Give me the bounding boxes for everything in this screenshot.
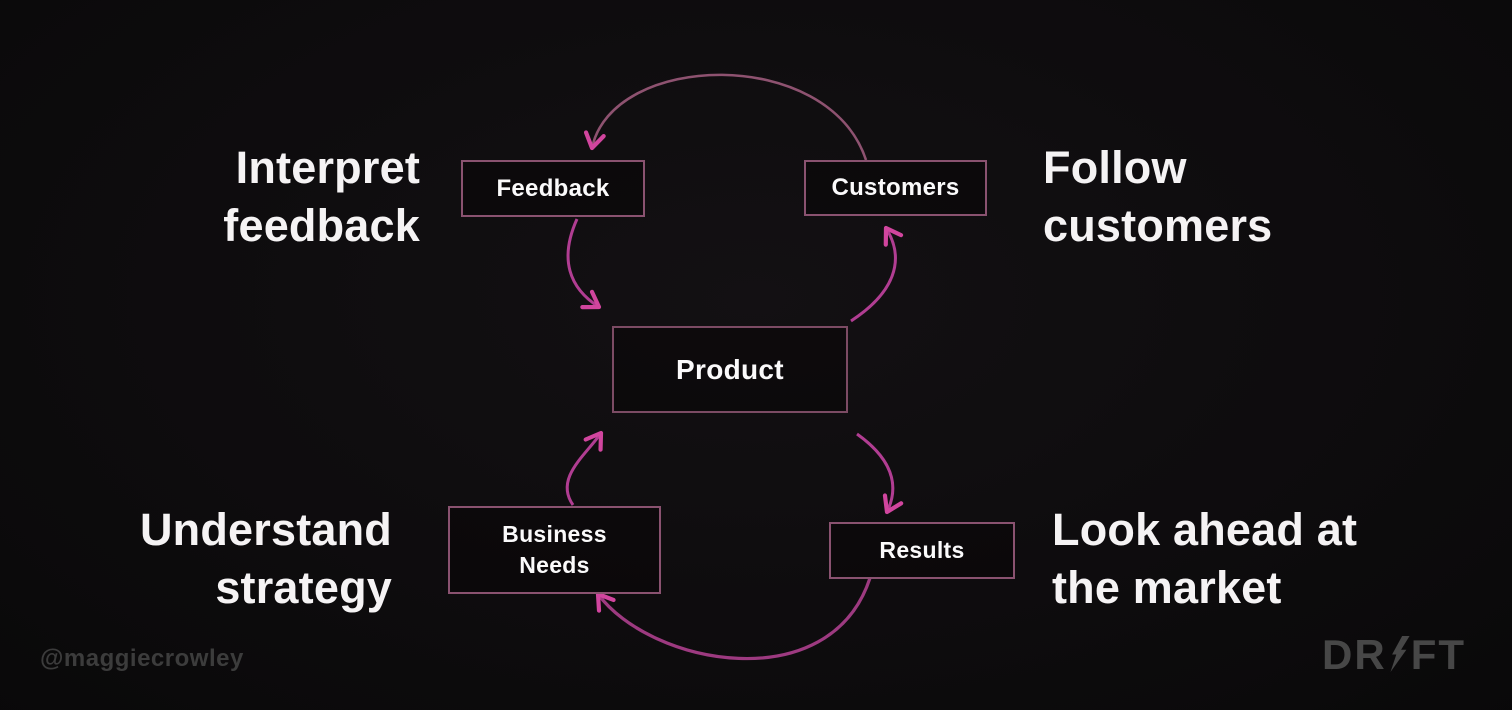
lightning-bolt-icon — [1390, 636, 1410, 672]
arrow-customers-to-feedback — [583, 73, 868, 161]
node-product: Product — [612, 326, 848, 413]
annotation-interpret-feedback: Interpret feedback — [223, 142, 420, 251]
node-customers: Customers — [804, 160, 987, 216]
arrow-product-to-customers — [850, 225, 904, 323]
node-business-needs: Business Needs — [448, 506, 661, 594]
drift-logo-suffix: FT — [1410, 631, 1466, 678]
arrow-feedback-to-product — [566, 218, 602, 310]
drift-logo-prefix: DR — [1322, 631, 1387, 678]
author-watermark: @maggiecrowley — [40, 645, 244, 672]
node-feedback: Feedback — [461, 160, 645, 217]
annotation-follow-customers: Follow customers — [1043, 142, 1273, 251]
annotation-look-ahead-market: Look ahead at the market — [1052, 504, 1358, 613]
annotation-understand-strategy: Understand strategy — [139, 504, 392, 613]
arrow-business-needs-to-product — [565, 430, 604, 506]
node-results: Results — [829, 522, 1015, 579]
arrow-product-to-results — [856, 432, 904, 515]
drift-logo: DR FT — [1322, 631, 1466, 679]
